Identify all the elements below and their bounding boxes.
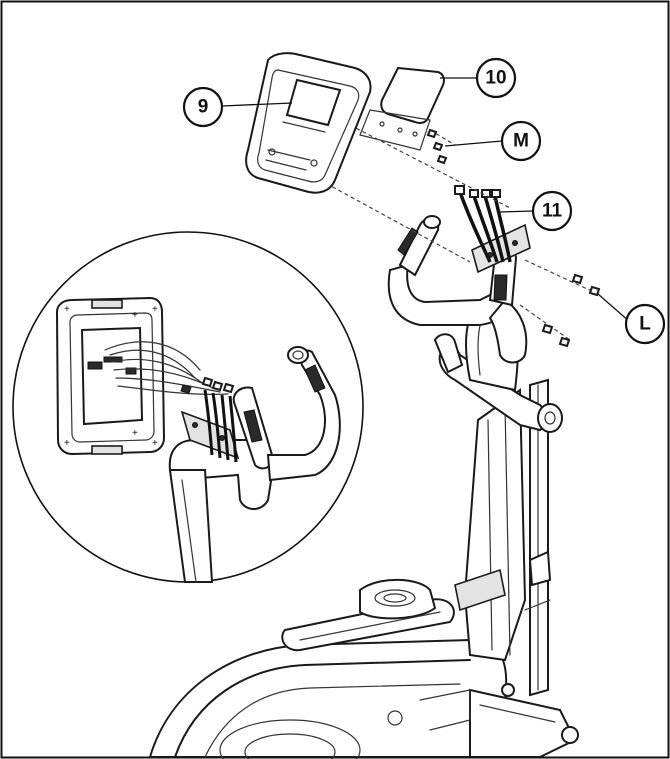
console-unit [245, 52, 372, 194]
callout-m: M [500, 120, 542, 162]
callout-l: L [624, 303, 666, 345]
console-cables [454, 185, 512, 263]
callout-9: 9 [182, 86, 224, 128]
screws-l [541, 273, 601, 348]
callout-label: M [513, 131, 529, 152]
elliptical-base [148, 578, 579, 759]
callout-label: 11 [542, 201, 563, 222]
screws-m [426, 128, 448, 165]
plus-marker: + [64, 304, 70, 315]
callout-10: 10 [475, 57, 517, 99]
plus-marker: + [152, 438, 158, 449]
callout-label: 10 [485, 68, 506, 89]
plus-marker: + [132, 310, 138, 321]
callout-label: 9 [198, 97, 209, 118]
plus-marker: + [64, 438, 70, 449]
callout-label: L [639, 314, 651, 335]
plus-marker: + [132, 428, 138, 439]
leader-lines [221, 77, 631, 323]
plus-marker: + [152, 304, 158, 315]
console-back-cover [359, 66, 445, 151]
callout-11: 11 [531, 190, 573, 232]
detail-inset: + + + + + + [12, 231, 364, 583]
upright-post [433, 333, 563, 697]
